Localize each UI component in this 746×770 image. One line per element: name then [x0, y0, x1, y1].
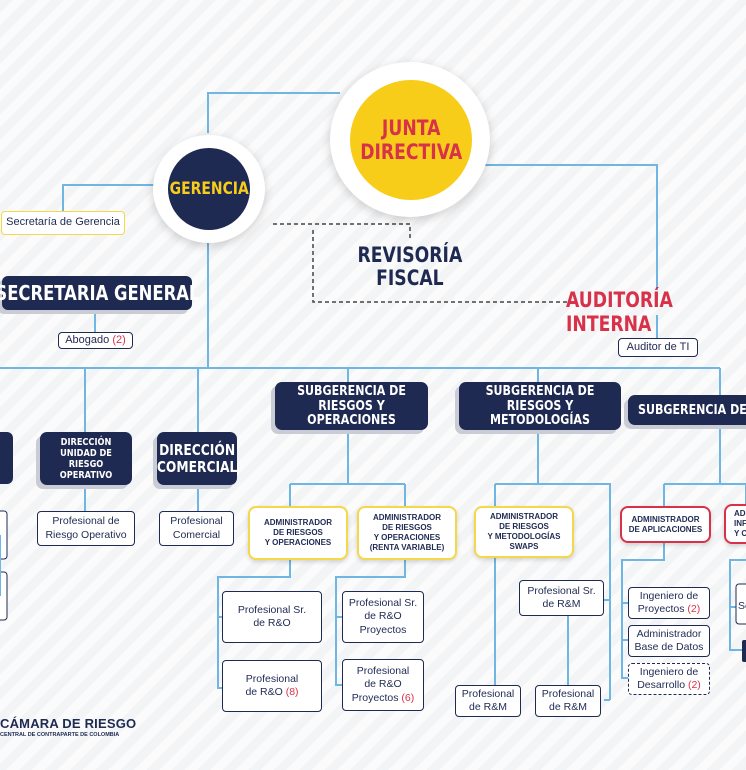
ingeniero-desarrollo-count: (2) [687, 679, 701, 691]
profesional-ro-proyectos-label: Profesional de R&O Proyectos [351, 665, 410, 704]
auditoria-interna-label: AUDITORÍA INTERNA [566, 288, 673, 336]
profesional-ro-proyectos-box: Profesional de R&O Proyectos (6) [342, 659, 424, 711]
profesional-rm-box-2: Profesional de R&M [535, 685, 601, 717]
administrador-riesgos-operaciones-box: ADMINISTRADOR DE RIESGOS Y OPERACIONES [248, 506, 348, 560]
profesional-sr-ro-box: Profesional Sr. de R&O [222, 591, 322, 643]
profesional-ro-proyectos-count: (6) [401, 691, 415, 704]
administrador-riesgos-operaciones-label: ADMINISTRADOR DE RIESGOS Y OPERACIONES [264, 518, 332, 547]
administrador-base-datos-label: Administrador Base de Datos [634, 627, 704, 653]
ingeniero-desarrollo-box: Ingeniero de Desarrollo (2) [628, 663, 710, 695]
subgerencia-riesgos-operaciones-box: SUBGERENCIA DE RIESGOS Y OPERACIONES [275, 382, 428, 430]
subgerencia-riesgos-metodologias-label: SUBGERENCIA DE RIESGOS Y METODOLOGÍAS [485, 382, 595, 429]
junta-directiva-label: JUNTA DIRECTIVA [360, 115, 463, 164]
administrador-partial-label: AD INF Y O [734, 509, 746, 538]
direccion-riesgo-operativo-label: DIRECCIÓN UNIDAD DE RIESGO OPERATIVO [59, 436, 113, 481]
administrador-riesgos-metodologias-box: ADMINISTRADOR DE RIESGOS Y METODOLOGÍAS … [474, 506, 574, 558]
secretaria-gerencia-label: Secretaría de Gerencia [6, 216, 120, 229]
secretaria-general-box: SECRETARIA GENERAL [0, 276, 199, 310]
subgerencia-riesgos-operaciones-label: SUBGERENCIA DE RIESGOS Y OPERACIONES [297, 382, 406, 429]
camara-logo-subtitle: CENTRAL DE CONTRAPARTE DE COLOMBIA [0, 732, 120, 738]
profesional-sr-ro-label: Profesional Sr. de R&O [237, 603, 307, 629]
subgerencia-tecnologia-label: SUBGERENCIA DE TE [638, 401, 746, 418]
administrador-riesgos-metodologias-label: ADMINISTRADOR DE RIESGOS Y METODOLOGÍAS … [487, 512, 561, 551]
gerencia-circle: GERENCIA [168, 148, 250, 230]
administrador-aplicaciones-box: ADMINISTRADOR DE APLICACIONES [620, 506, 711, 543]
direccion-comercial-label: DIRECCIÓN COMERCIAL [156, 441, 238, 476]
profesional-riesgo-operativo-box: Profesional de Riesgo Operativo [37, 511, 135, 546]
profesional-rm-box-1: Profesional de R&M [455, 685, 521, 717]
auditor-ti-label: Auditor de TI [626, 340, 690, 353]
profesional-comercial-label: Profesional Comercial [170, 515, 223, 541]
subgerencia-riesgos-metodologias-box: SUBGERENCIA DE RIESGOS Y METODOLOGÍAS [459, 382, 621, 430]
ingeniero-desarrollo-label: Ingeniero de Desarrollo [637, 665, 699, 691]
administrador-partial-box: AD INF Y O [724, 504, 746, 544]
profesional-ro-label: Profesional de R&O [245, 672, 299, 698]
direccion-riesgo-operativo-box: DIRECCIÓN UNIDAD DE RIESGO OPERATIVO [40, 432, 132, 485]
administrador-aplicaciones-label: ADMINISTRADOR DE APLICACIONES [628, 514, 703, 534]
profesional-ro-box: Profesional de R&O (8) [222, 660, 322, 712]
secretaria-general-label: SECRETARIA GENERAL [0, 281, 200, 305]
profesional-rm-label-2: Profesional de R&M [541, 687, 595, 713]
ingeniero-proyectos-box: Ingeniero de Proyectos (2) [628, 587, 710, 619]
ingeniero-proyectos-count: (2) [687, 603, 701, 615]
camara-logo: CÁMARA DE RIESGO CENTRAL DE CONTRAPARTE … [0, 716, 170, 738]
auditor-ti-box: Auditor de TI [618, 338, 698, 357]
junta-directiva-circle: JUNTA DIRECTIVA [350, 80, 472, 200]
direccion-comercial-box: DIRECCIÓN COMERCIAL [157, 432, 237, 485]
administrador-renta-variable-box: ADMINISTRADOR DE RIESGOS Y OPERACIONES (… [357, 506, 457, 560]
profesional-comercial-box: Profesional Comercial [159, 511, 234, 546]
profesional-ro-count: (8) [285, 686, 299, 698]
profesional-sr-ro-proyectos-label: Profesional Sr. de R&O Proyectos [348, 597, 418, 636]
revisoria-fiscal: REVISORÍA FISCAL [340, 243, 480, 291]
partial-se-label: Se [738, 600, 746, 612]
ingeniero-proyectos-label: Ingeniero de Proyectos [637, 589, 699, 615]
abogado-box: Abogado (2) [58, 332, 133, 349]
profesional-sr-rm-label: Profesional Sr. de R&M [527, 584, 596, 610]
abogado-count: (2) [112, 333, 126, 346]
abogado-label: Abogado [65, 333, 110, 346]
administrador-base-datos-box: Administrador Base de Datos [628, 625, 710, 657]
gerencia-label: GERENCIA [169, 179, 249, 199]
profesional-rm-label-1: Profesional de R&M [461, 687, 515, 713]
administrador-renta-variable-label: ADMINISTRADOR DE RIESGOS Y OPERACIONES (… [369, 513, 445, 552]
profesional-riesgo-operativo-label: Profesional de Riesgo Operativo [45, 515, 127, 541]
camara-logo-name: CÁMARA DE RIESGO [0, 716, 137, 731]
auditoria-interna: AUDITORÍA INTERNA [566, 288, 746, 336]
secretaria-gerencia-box: Secretaría de Gerencia [1, 211, 125, 235]
profesional-sr-rm-box: Profesional Sr. de R&M [519, 580, 604, 616]
profesional-sr-ro-proyectos-box: Profesional Sr. de R&O Proyectos [342, 591, 424, 643]
revisoria-fiscal-label: REVISORÍA FISCAL [357, 243, 463, 291]
subgerencia-tecnologia-box: SUBGERENCIA DE TE [628, 395, 746, 425]
